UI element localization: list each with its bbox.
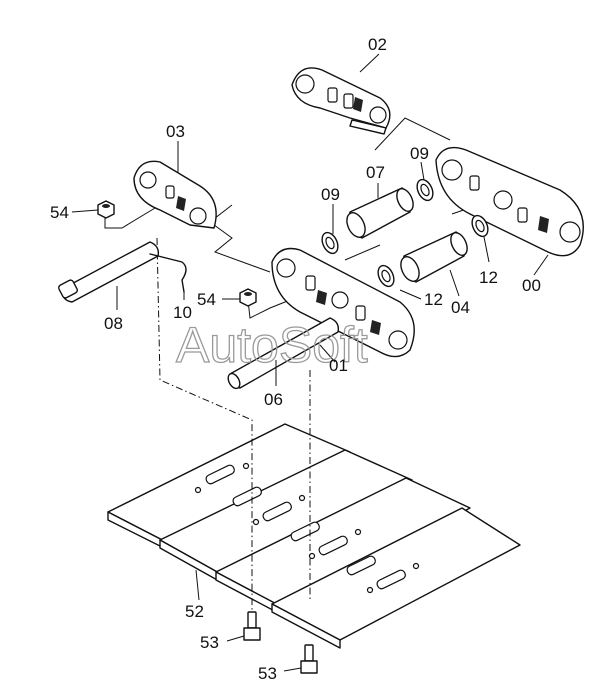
label-09-upper: 09	[410, 144, 429, 163]
shoe-slots	[194, 462, 420, 594]
pin-06	[227, 317, 340, 390]
link-02	[291, 67, 391, 135]
leader-lines	[71, 53, 549, 672]
spring-pin-10	[149, 253, 187, 293]
label-53-lower: 53	[258, 664, 277, 683]
label-08: 08	[104, 314, 123, 333]
track-shoe-4-grouser	[271, 603, 341, 649]
part-labels: 02 03 09 07 09 54 00 12 54 12 04 10 08 0…	[50, 35, 541, 683]
watermark: AutoSoft	[176, 317, 368, 373]
label-54-lower: 54	[197, 290, 216, 309]
track-shoe-assembly	[107, 423, 521, 649]
label-03: 03	[166, 122, 185, 141]
label-53-upper: 53	[200, 633, 219, 652]
label-07: 07	[366, 163, 385, 182]
nut-54-lower	[239, 288, 257, 307]
link-03	[133, 160, 217, 229]
bushing-04	[400, 231, 468, 283]
label-52: 52	[185, 602, 204, 621]
pin-08	[58, 241, 160, 303]
assembly-guide-lines	[104, 117, 479, 622]
label-10: 10	[173, 303, 192, 322]
label-01: 01	[329, 356, 348, 375]
label-09-lower: 09	[321, 185, 340, 204]
seal-rings	[321, 178, 489, 288]
nut-54-upper	[97, 200, 115, 219]
bolt-53-lower	[300, 644, 318, 674]
label-54-upper: 54	[50, 203, 69, 222]
label-06: 06	[264, 390, 283, 409]
label-04: 04	[451, 298, 470, 317]
link-00	[435, 146, 584, 257]
link-01	[271, 247, 415, 358]
label-12-right: 12	[479, 268, 498, 287]
bolt-53-upper	[243, 611, 261, 641]
label-02: 02	[368, 35, 387, 54]
bushing-07	[346, 187, 414, 239]
label-12-center: 12	[424, 290, 443, 309]
label-00: 00	[522, 276, 541, 295]
